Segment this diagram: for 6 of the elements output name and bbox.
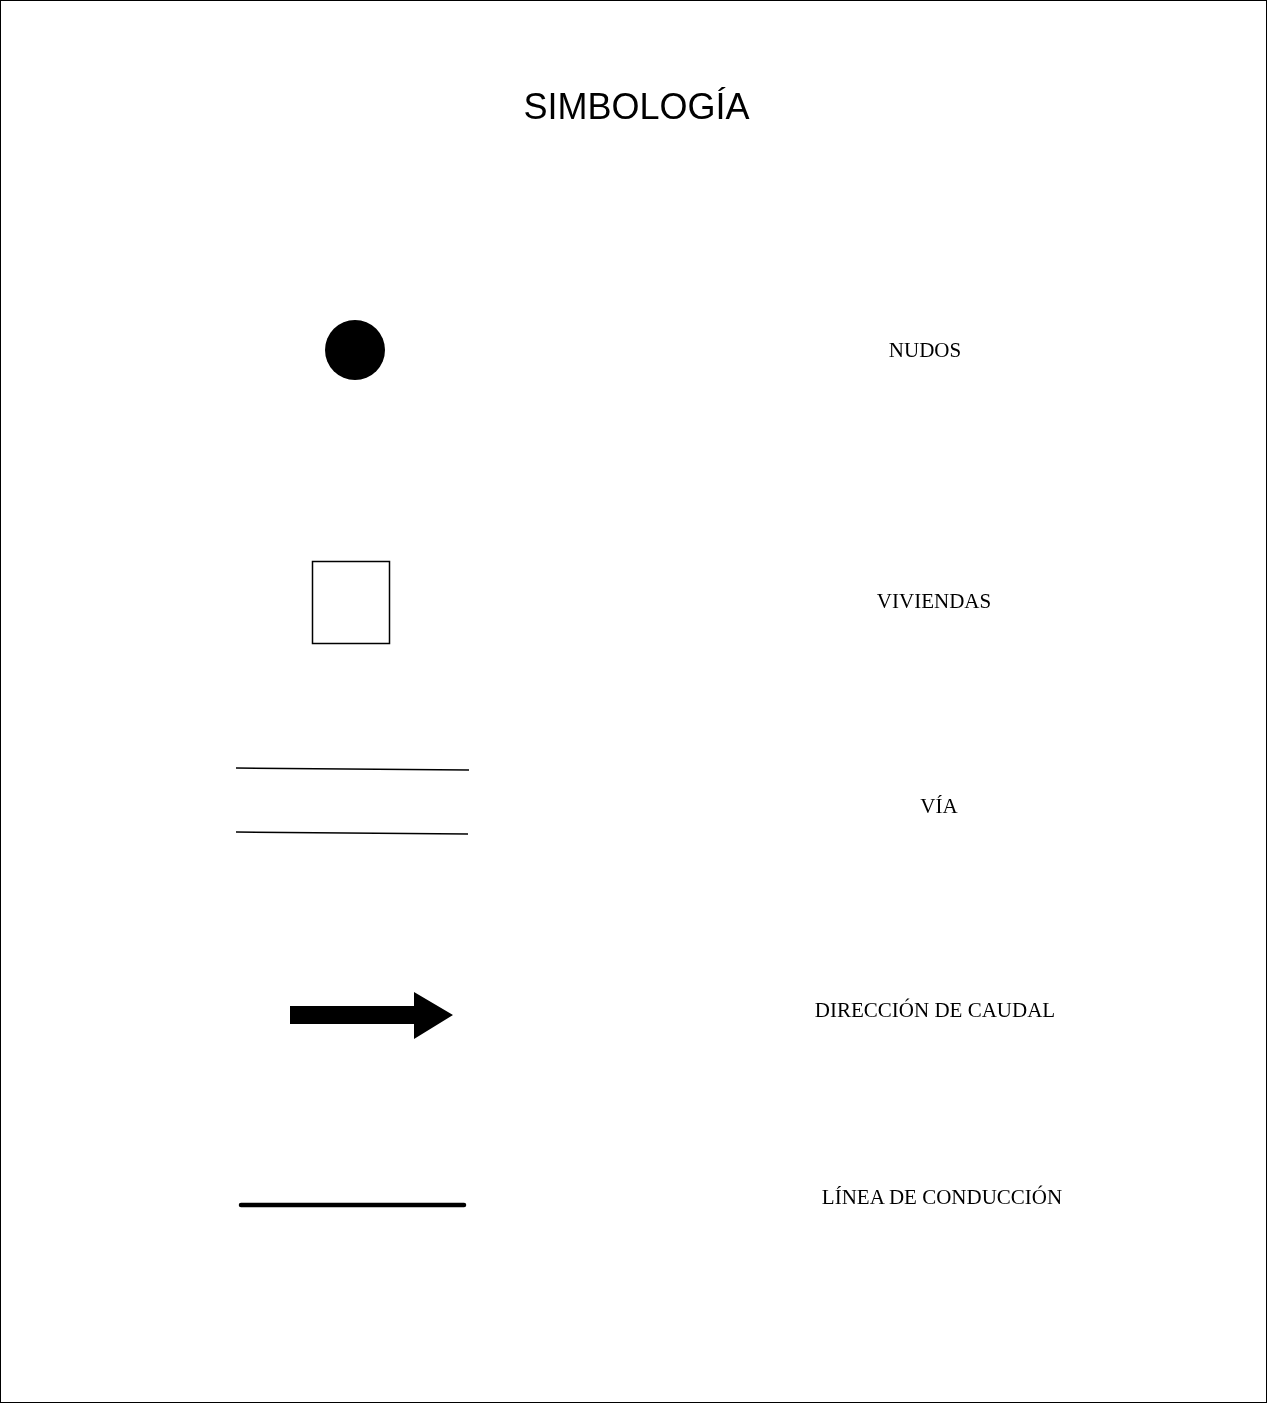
- legend-label: DIRECCIÓN DE CAUDAL: [813, 998, 1057, 1023]
- legend-label: LÍNEA DE CONDUCCIÓN: [820, 1185, 1064, 1210]
- legend-label: VÍA: [919, 794, 959, 819]
- title: SIMBOLOGÍA: [522, 86, 751, 128]
- legend-label: NUDOS: [887, 338, 963, 363]
- legend-label: VIVIENDAS: [875, 589, 993, 614]
